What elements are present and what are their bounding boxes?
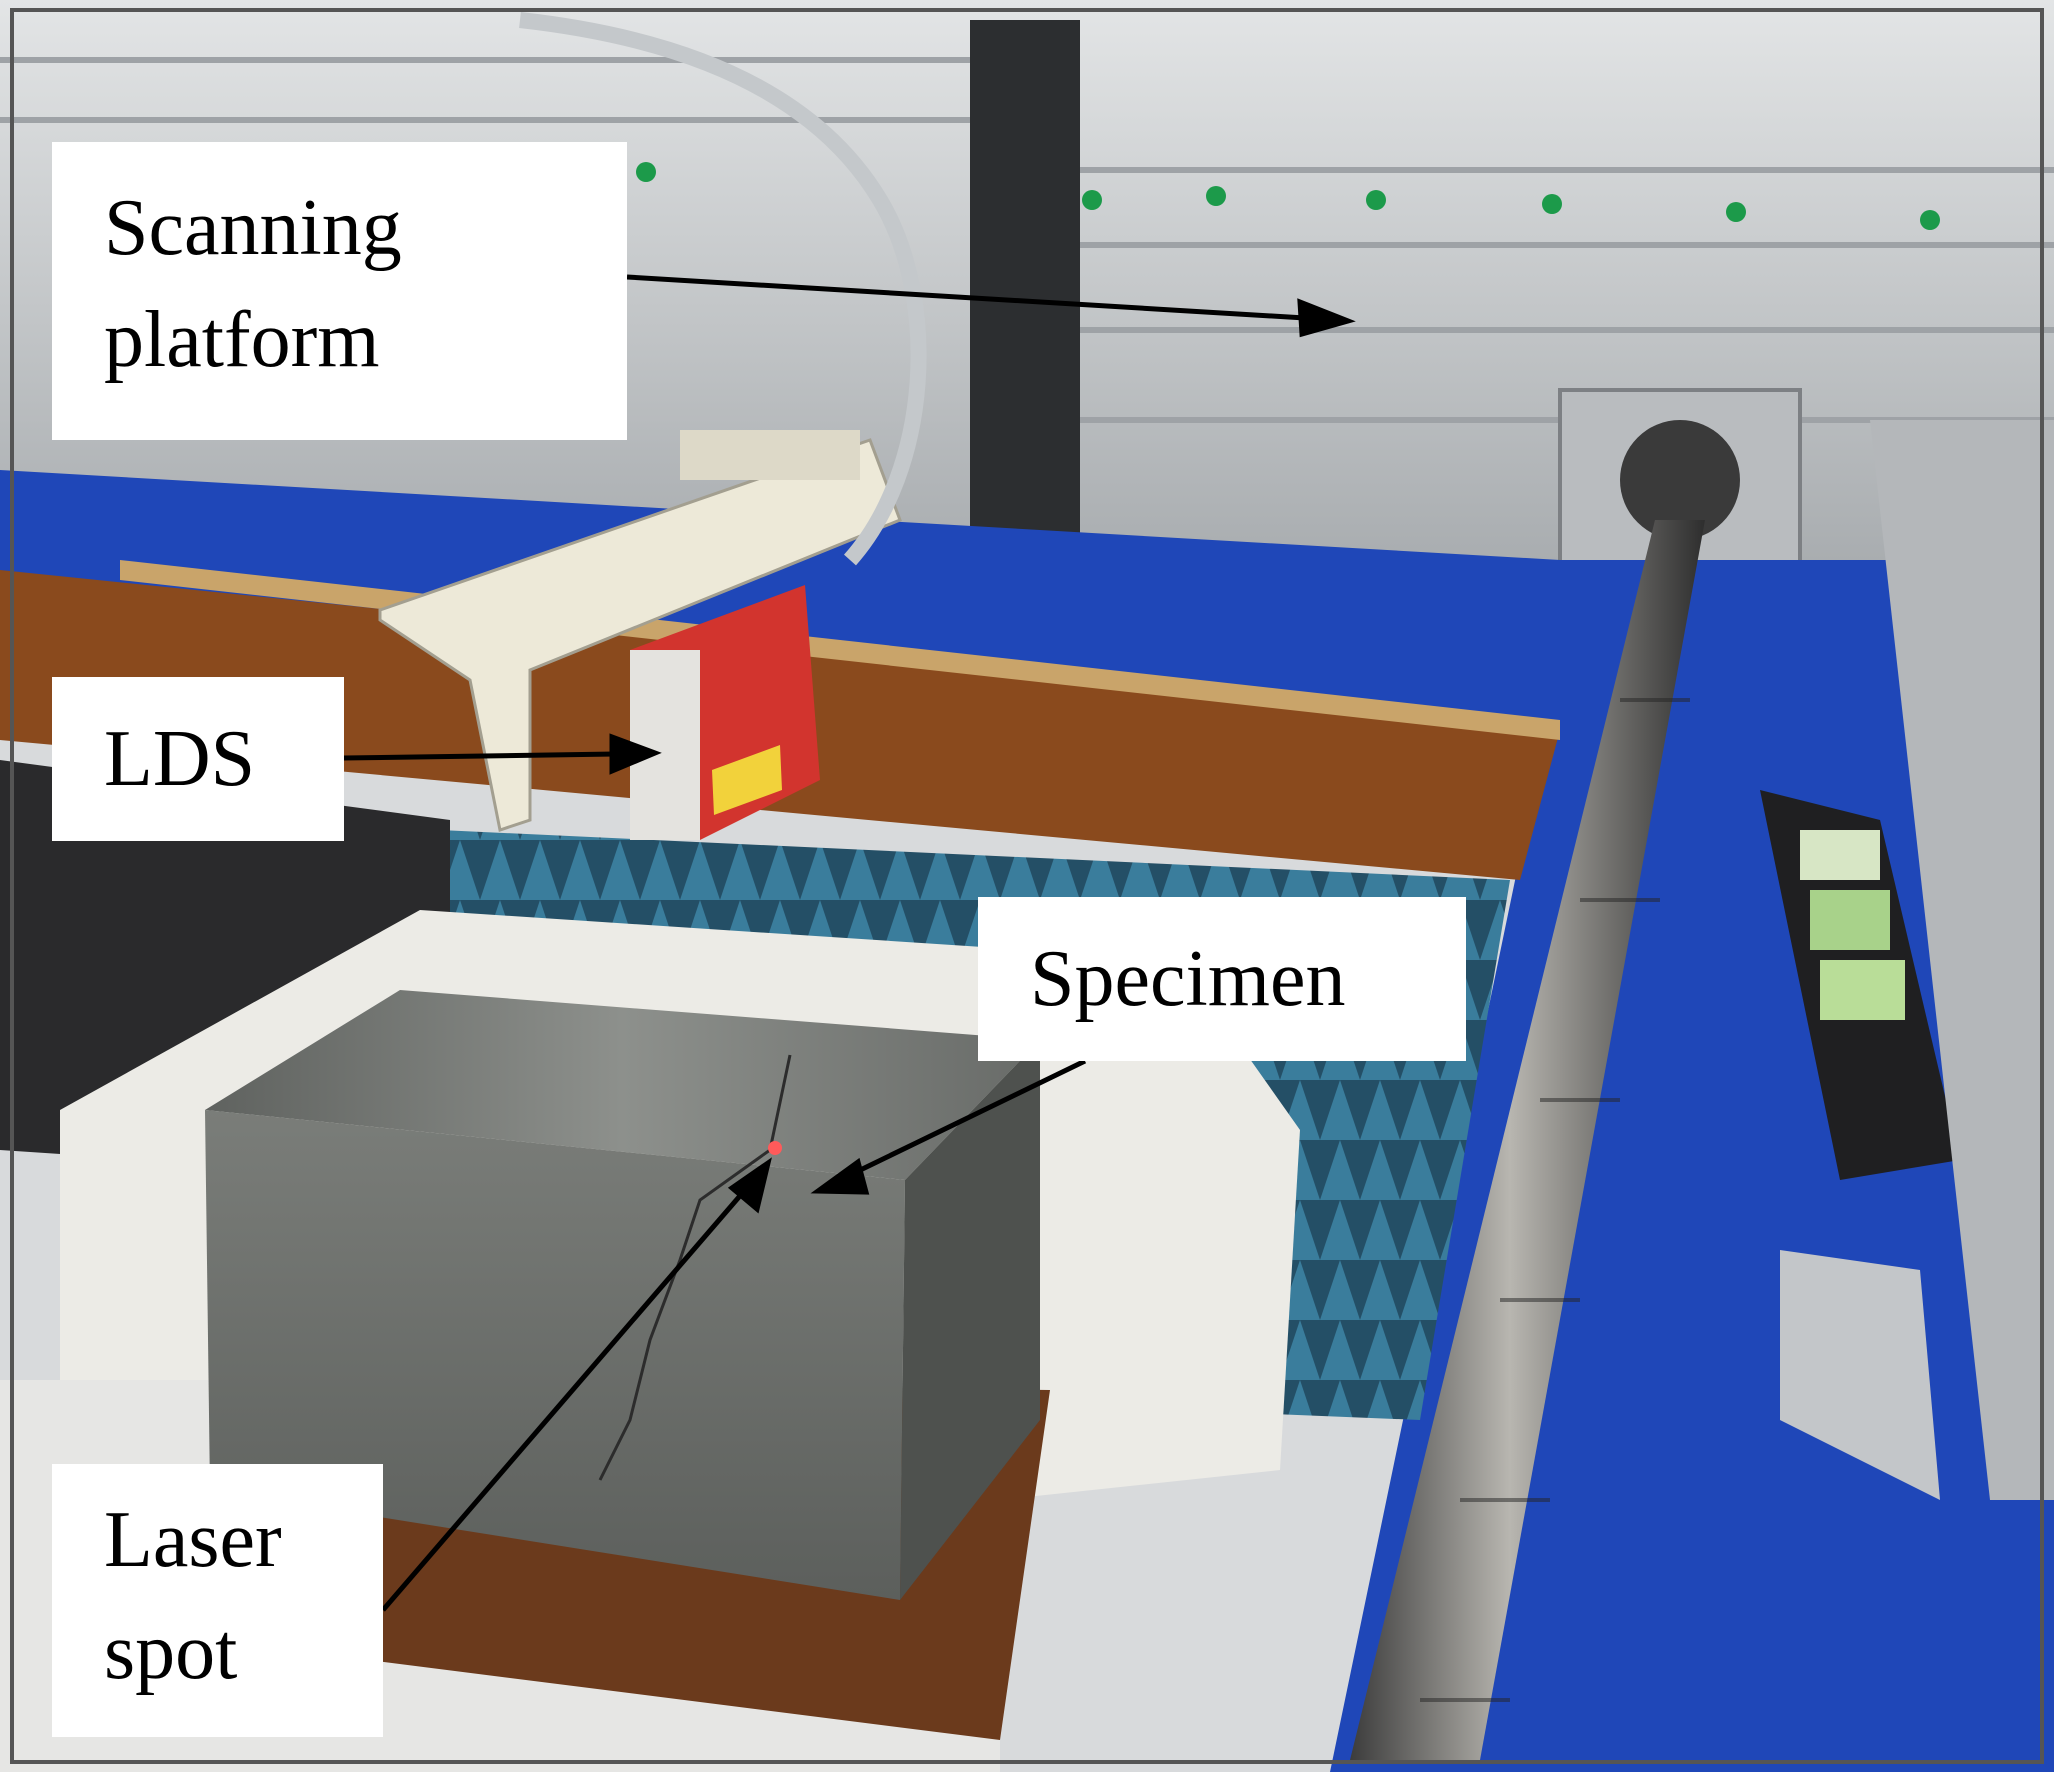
label-scanning-platform-line1: Scanning [104,184,402,272]
right-frame-bar [1870,420,2054,1500]
arrow-laser-spot [381,1188,747,1612]
screw-threads [1420,698,1690,1702]
laser-spot [768,1141,782,1155]
bracket-plate [680,430,860,480]
label-laser-spot-line2: spot [104,1608,238,1696]
annotation-arrows [343,274,1356,1612]
bubble-window-1 [1800,830,1880,880]
metal-bracket [1780,1250,1940,1500]
arrow-scanning-platform [626,274,1306,321]
photo-border [10,8,2044,1764]
sensor-bracket [378,438,902,832]
ball-nut [1620,420,1740,540]
bubble-window-3 [1820,960,1905,1020]
vertical-column [970,20,1080,540]
label-lds: LDS [52,677,344,841]
label-lds-text: LDS [104,715,256,803]
label-laser-spot: Laser spot [52,1464,383,1737]
label-scanning-platform-line2: platform [104,296,380,384]
ball-screw [1350,520,1705,1760]
arrow-specimen [848,1058,1087,1178]
arrow-lds [343,751,616,761]
lds-warning-label [712,745,782,815]
specimen-top [205,990,1040,1180]
label-laser-spot-line1: Laser [104,1496,282,1584]
green-dots [636,162,1940,230]
label-scanning-platform: Scanning platform [52,142,627,440]
label-specimen: Specimen [978,897,1466,1061]
lds-sensor-plate [630,650,700,840]
label-specimen-text: Specimen [1030,935,1346,1023]
sensor-cable [519,12,927,566]
bubble-window-2 [1810,890,1890,950]
specimen-side [900,1040,1040,1600]
